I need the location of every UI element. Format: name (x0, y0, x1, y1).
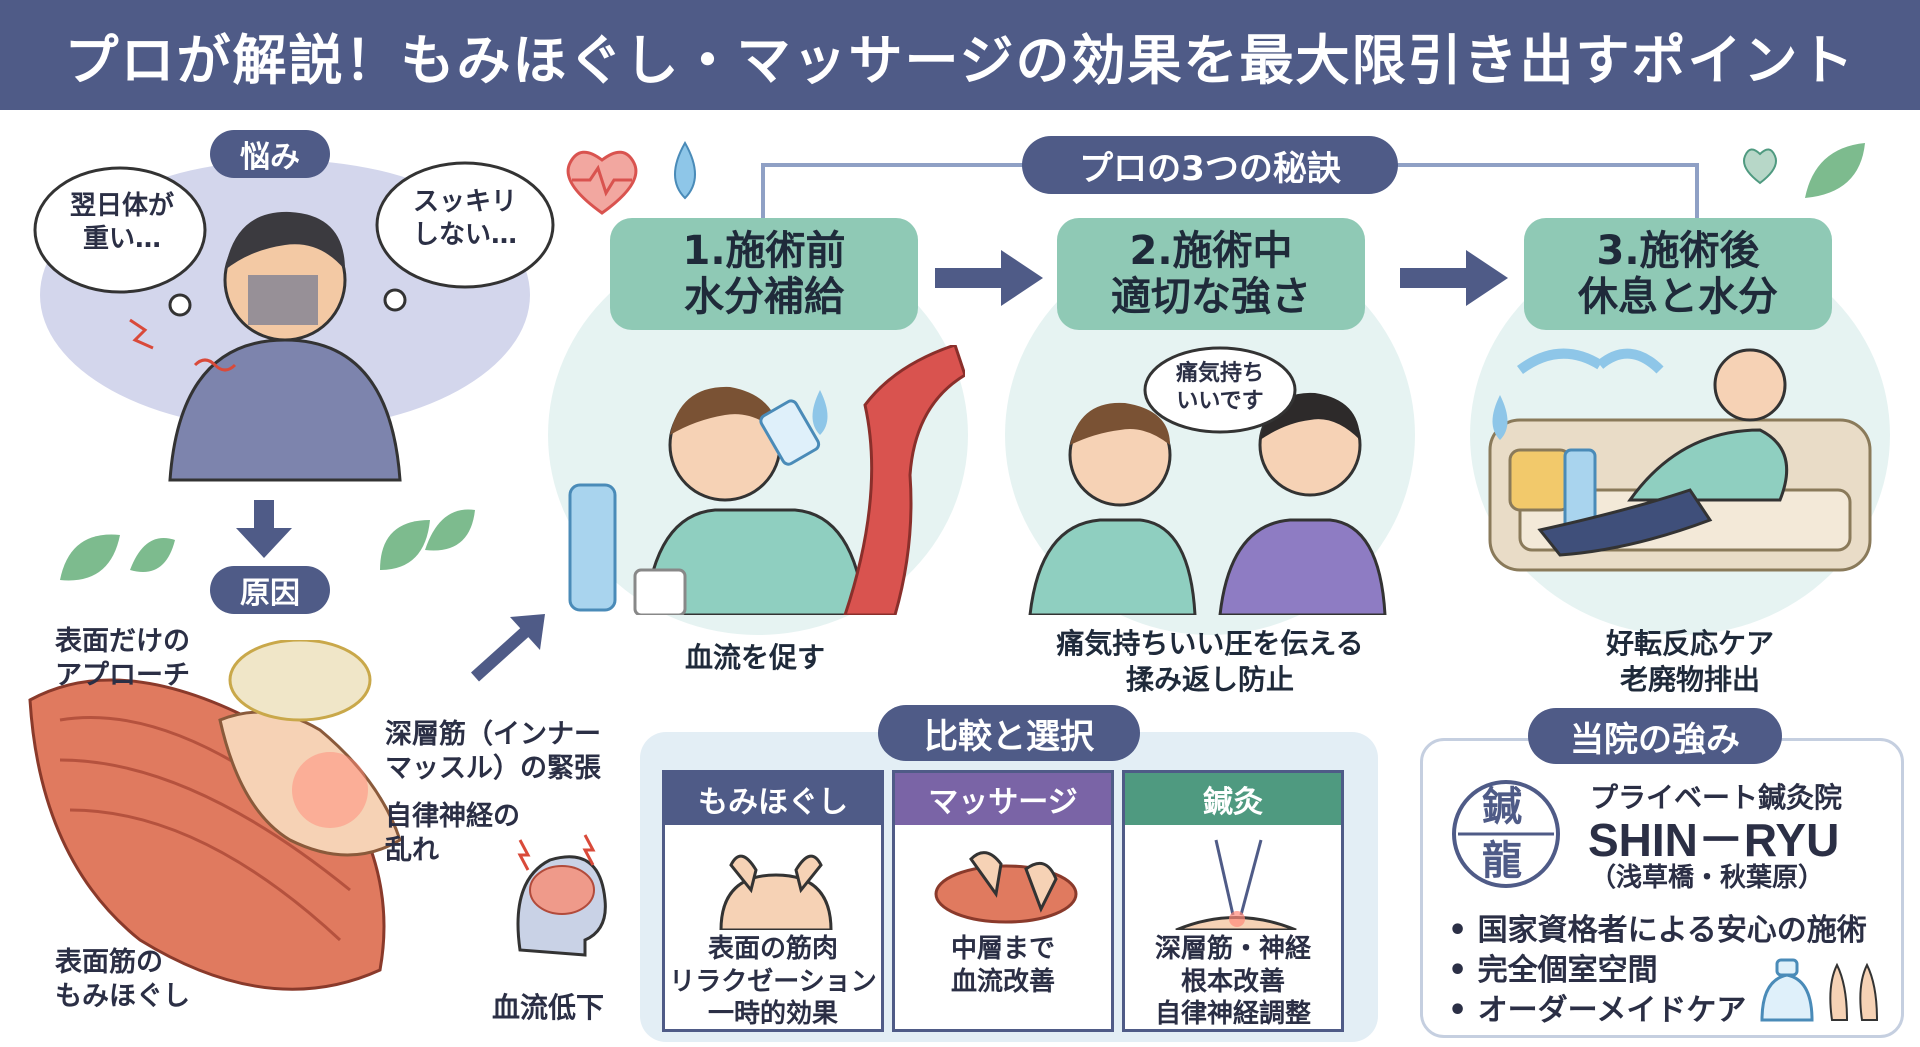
strength-bullet: • オーダーメイドケア (1448, 993, 1747, 1028)
bubble-line: 翌日体が (69, 191, 174, 221)
step2-consult-illustration (1028, 346, 1387, 615)
step-title-line: 1.施術前 (682, 228, 846, 274)
step1-title: 1.施術前 水分補給 (610, 218, 918, 330)
label-line: 表面筋の (55, 947, 163, 978)
bullet-text: 国家資格者による安心の施術 (1477, 913, 1867, 948)
needle-icon (1175, 839, 1297, 930)
clinic-type: プライベート鍼灸院 (1590, 781, 1843, 814)
step-title-line: 水分補給 (684, 274, 844, 320)
caption-line: 痛気持ちいい圧を伝える (1056, 627, 1364, 660)
autonomic-label: 自律神経の 乱れ (385, 800, 520, 868)
label-line: もみほぐし (55, 980, 190, 1012)
bubble-line: スッキリ (412, 187, 517, 217)
bullet-text: オーダーメイドケア (1477, 993, 1747, 1028)
caption-line: 好転反応ケア (1605, 627, 1774, 660)
cupping-hands-icon (1760, 958, 1879, 1022)
down-arrow-icon (236, 500, 292, 558)
cause-label: 原因 (210, 566, 330, 614)
logo-char-bottom: 龍 (1482, 838, 1522, 884)
compare-label: 比較と選択 (878, 705, 1140, 761)
worry-bubble-2: スッキリ しない… (405, 186, 525, 251)
bullet-text: 完全個室空間 (1477, 953, 1658, 988)
step3-resting-illustration (1488, 348, 1872, 572)
column-header: マッサージ (895, 773, 1111, 825)
label-line: マッスル）の緊張 (385, 752, 601, 784)
step-title-line: 適切な強さ (1111, 274, 1311, 320)
arrow-right-icon (935, 250, 1043, 306)
column-text-line: 表面の筋肉 (707, 934, 838, 964)
muscle-illustration (28, 640, 402, 991)
caption-line: 血流を促す (684, 641, 825, 674)
column-text-line: 自律神経調整 (1154, 999, 1311, 1029)
step1-caption: 血流を促す (600, 640, 910, 676)
muscle-massage-icon (934, 851, 1078, 924)
header-banner: プロが解説！もみほぐし・マッサージの効果を最大限引き出すポイント (0, 0, 1920, 110)
worry-label: 悩み (210, 130, 330, 178)
column-text-line: 血流改善 (950, 966, 1055, 997)
step2-title: 2.施術中 適切な強さ (1057, 218, 1365, 330)
label-line: 表面だけの (55, 626, 190, 657)
leaf-icon (380, 509, 475, 570)
column-text: 表面の筋肉 リラクゼーション 一時的効果 (665, 933, 881, 1031)
step-title-line: 3.施術後 (1596, 228, 1760, 274)
label-line: 自律神経の (385, 801, 520, 832)
arrow-right-icon (1400, 250, 1508, 306)
strengths-label: 当院の強み (1528, 708, 1782, 764)
column-text: 中層まで 血流改善 (895, 933, 1111, 998)
label-line: 乱れ (385, 834, 439, 866)
heart-drop-icon (566, 140, 696, 215)
step-title-line: 2.施術中 (1129, 228, 1293, 274)
speech-line: 痛気持ち (1175, 361, 1264, 386)
deep-muscle-label: 深層筋（インナー マッスル）の緊張 (385, 718, 601, 786)
compare-column-acupuncture: 鍼灸 深層筋・神経 根本改善 自律神経調整 (1122, 770, 1344, 1032)
secrets-label: プロの3つの秘訣 (1022, 136, 1398, 194)
column-header: 鍼灸 (1125, 773, 1341, 825)
arrow-up-right-icon (470, 614, 545, 682)
column-text-line: 中層まで (950, 934, 1055, 964)
worry-illustration (33, 160, 555, 482)
clinic-location: （浅草橋・秋葉原） (1590, 863, 1825, 893)
column-text: 深層筋・神経 根本改善 自律神経調整 (1125, 933, 1341, 1031)
heart-leaf-icon (1743, 143, 1865, 198)
column-text-line: リラクゼーション (669, 966, 877, 997)
surface-approach-label: 表面だけの アプローチ (55, 625, 190, 693)
column-header: もみほぐし (665, 773, 881, 825)
step3-caption: 好転反応ケア 老廃物排出 (1520, 626, 1860, 699)
label-line: アプローチ (55, 659, 190, 691)
logo-char-top: 鍼 (1482, 784, 1522, 830)
column-text-line: 一時的効果 (707, 999, 838, 1029)
worry-bubble-1: 翌日体が 重い… (62, 190, 182, 255)
compare-column-massage: マッサージ 中層まで 血流改善 (892, 770, 1114, 1032)
leaf-icon (60, 534, 175, 581)
column-text-line: 根本改善 (1180, 966, 1285, 997)
step2-speech: 痛気持ち いいです (1170, 360, 1270, 415)
surface-massage-label: 表面筋の もみほぐし (55, 946, 190, 1014)
bubble-line: 重い… (82, 223, 161, 254)
strength-bullet: • 完全個室空間 (1448, 953, 1658, 988)
speech-line: いいです (1176, 388, 1264, 414)
step2-caption: 痛気持ちいい圧を伝える 揉み返し防止 (1030, 626, 1390, 699)
clinic-logo (1452, 780, 1560, 888)
compare-column-momihogushi: もみほぐし 表面の筋肉 リラクゼーション 一時的効果 (662, 770, 884, 1032)
caption-line: 老廃物排出 (1619, 663, 1760, 697)
step-title-line: 休息と水分 (1578, 274, 1778, 320)
clinic-name: SHIN－RYU (1588, 814, 1840, 866)
step1-drinking-illustration (568, 345, 965, 615)
caption-line: 揉み返し防止 (1125, 663, 1294, 697)
label-line: 深層筋（インナー (385, 719, 601, 750)
brain-head-icon (516, 834, 607, 957)
blood-flow-down-label: 血流低下 (492, 991, 605, 1024)
page-title: プロが解説！もみほぐし・マッサージの効果を最大限引き出すポイント (64, 28, 1856, 92)
step3-title: 3.施術後 休息と水分 (1524, 218, 1832, 330)
strength-bullet: • 国家資格者による安心の施術 (1448, 913, 1867, 948)
shoulder-massage-icon (719, 854, 833, 930)
bubble-line: しない… (412, 219, 517, 250)
column-text-line: 深層筋・神経 (1154, 934, 1311, 964)
